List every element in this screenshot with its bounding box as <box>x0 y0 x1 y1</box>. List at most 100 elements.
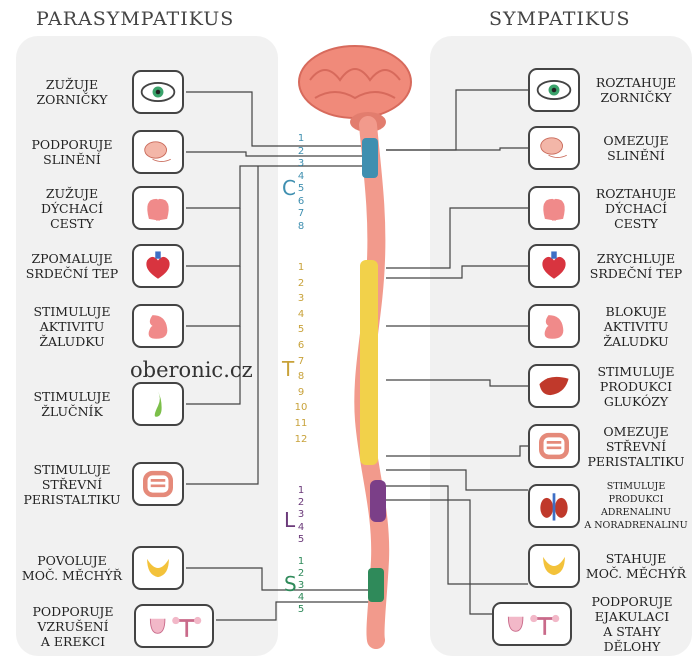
parasympathetic-label-1: ZUŽUJEZORNIČKY <box>16 77 128 107</box>
vertebra-number: 8 <box>292 221 310 232</box>
label-line: GLUKÓZY <box>604 394 668 409</box>
parasympathetic-label-6: STIMULUJEŽLUČNÍK <box>16 389 128 419</box>
stomach-icon <box>132 304 184 348</box>
vertebra-number: 1 <box>292 133 310 144</box>
nerve-line <box>186 208 240 266</box>
vertebra-number: 4 <box>292 309 310 320</box>
label-line: ZORNIČKY <box>600 90 671 105</box>
label-line: A NORADRENALINU <box>584 520 687 531</box>
label-line: CESTY <box>50 216 94 231</box>
label-line: PODPORUJE <box>32 604 113 619</box>
parasympathetic-label-2: PODPORUJESLINĚNÍ <box>16 137 128 167</box>
label-line: VZRUŠENÍ <box>37 619 108 634</box>
vertebra-number: 3 <box>292 158 310 169</box>
kidney-adrenal-icon <box>528 484 580 528</box>
label-line: ŽALUDKU <box>603 334 668 349</box>
vertebra-number: 2 <box>292 146 310 157</box>
stomach-icon <box>528 304 580 348</box>
salivary-gland-icon <box>132 130 184 174</box>
reproductive-organs-icon <box>492 602 572 646</box>
vertebra-number: 7 <box>292 356 310 367</box>
label-line: STIMULUJE <box>33 304 110 319</box>
vertebra-number: 2 <box>292 278 310 289</box>
label-line: ZRYCHLUJE <box>597 251 675 266</box>
label-line: ZORNIČKY <box>36 92 107 107</box>
vertebra-number: 5 <box>292 604 310 615</box>
label-line: STIMULUJE <box>607 481 666 492</box>
label-line: DÝCHACÍ <box>605 201 667 216</box>
heart-icon <box>528 244 580 288</box>
brain-icon <box>299 46 411 132</box>
lungs-icon <box>132 186 184 230</box>
label-line: STIMULUJE <box>33 389 110 404</box>
label-line: OMEZUJE <box>603 424 668 439</box>
label-line: SRDEČNÍ TEP <box>590 266 682 281</box>
label-line: ŽALUDKU <box>39 334 104 349</box>
vertebra-number: 5 <box>292 534 310 545</box>
vertebra-number: 2 <box>292 497 310 508</box>
vertebra-number: 3 <box>292 509 310 520</box>
sympathetic-label-4: ZRYCHLUJESRDEČNÍ TEP <box>582 251 690 281</box>
intestine-icon <box>528 424 580 468</box>
label-line: ADRENALINU <box>601 507 671 518</box>
sympathetic-label-9: STAHUJEMOČ. MĚCHÝŘ <box>582 551 690 581</box>
lungs-icon <box>528 186 580 230</box>
vertebra-number: 3 <box>292 580 310 591</box>
gallbladder-icon <box>132 382 184 426</box>
label-line: PODPORUJE <box>31 137 112 152</box>
label-line: STŘEVNÍ <box>606 439 666 454</box>
vertebra-number: 3 <box>292 293 310 304</box>
eye-icon <box>132 70 184 114</box>
vertebra-number: 7 <box>292 208 310 219</box>
label-line: POVOLUJE <box>37 553 106 568</box>
label-line: ZUŽUJE <box>46 77 98 92</box>
sympathetic-label-1: ROZTAHUJEZORNIČKY <box>582 75 690 105</box>
vertebra-number: 8 <box>292 371 310 382</box>
label-line: SLINĚNÍ <box>607 148 665 163</box>
heart-icon <box>132 244 184 288</box>
label-line: PODPORUJE <box>591 594 672 609</box>
label-line: AKTIVITU <box>604 319 668 334</box>
bladder-icon <box>528 544 580 588</box>
label-line: CESTY <box>614 216 658 231</box>
label-line: ROZTAHUJE <box>596 186 676 201</box>
vertebra-number: 5 <box>292 324 310 335</box>
label-line: DĚLOHY <box>604 639 661 654</box>
vertebra-number: 6 <box>292 196 310 207</box>
parasympathetic-label-9: PODPORUJEVZRUŠENÍA EREKCI <box>16 604 130 649</box>
vertebra-number: 12 <box>292 434 310 445</box>
label-line: ŽLUČNÍK <box>41 404 103 419</box>
label-line: ZUŽUJE <box>46 186 98 201</box>
label-line: SLINĚNÍ <box>43 152 101 167</box>
vertebra-number: 9 <box>292 387 310 398</box>
eye-icon <box>528 68 580 112</box>
label-line: SRDEČNÍ TEP <box>26 266 118 281</box>
reproductive-organs-icon <box>134 604 214 648</box>
vertebra-number: 1 <box>292 485 310 496</box>
salivary-gland-icon <box>528 126 580 170</box>
label-line: PERISTALTIKU <box>587 454 684 469</box>
bladder-icon <box>132 546 184 590</box>
vertebra-number: 1 <box>292 262 310 273</box>
label-line: A STAHY <box>603 624 660 639</box>
label-line: STIMULUJE <box>597 364 674 379</box>
label-line: MOČ. MĚCHÝŘ <box>586 566 686 581</box>
label-line: EJAKULACI <box>595 609 669 624</box>
label-line: STŘEVNÍ <box>42 477 102 492</box>
label-line: PERISTALTIKU <box>23 492 120 507</box>
liver-icon <box>528 364 580 408</box>
vertebra-number: 10 <box>292 402 310 413</box>
label-line: PRODUKCI <box>600 379 672 394</box>
intestine-icon <box>132 462 184 506</box>
label-line: AKTIVITU <box>40 319 104 334</box>
label-line: OMEZUJE <box>603 133 668 148</box>
